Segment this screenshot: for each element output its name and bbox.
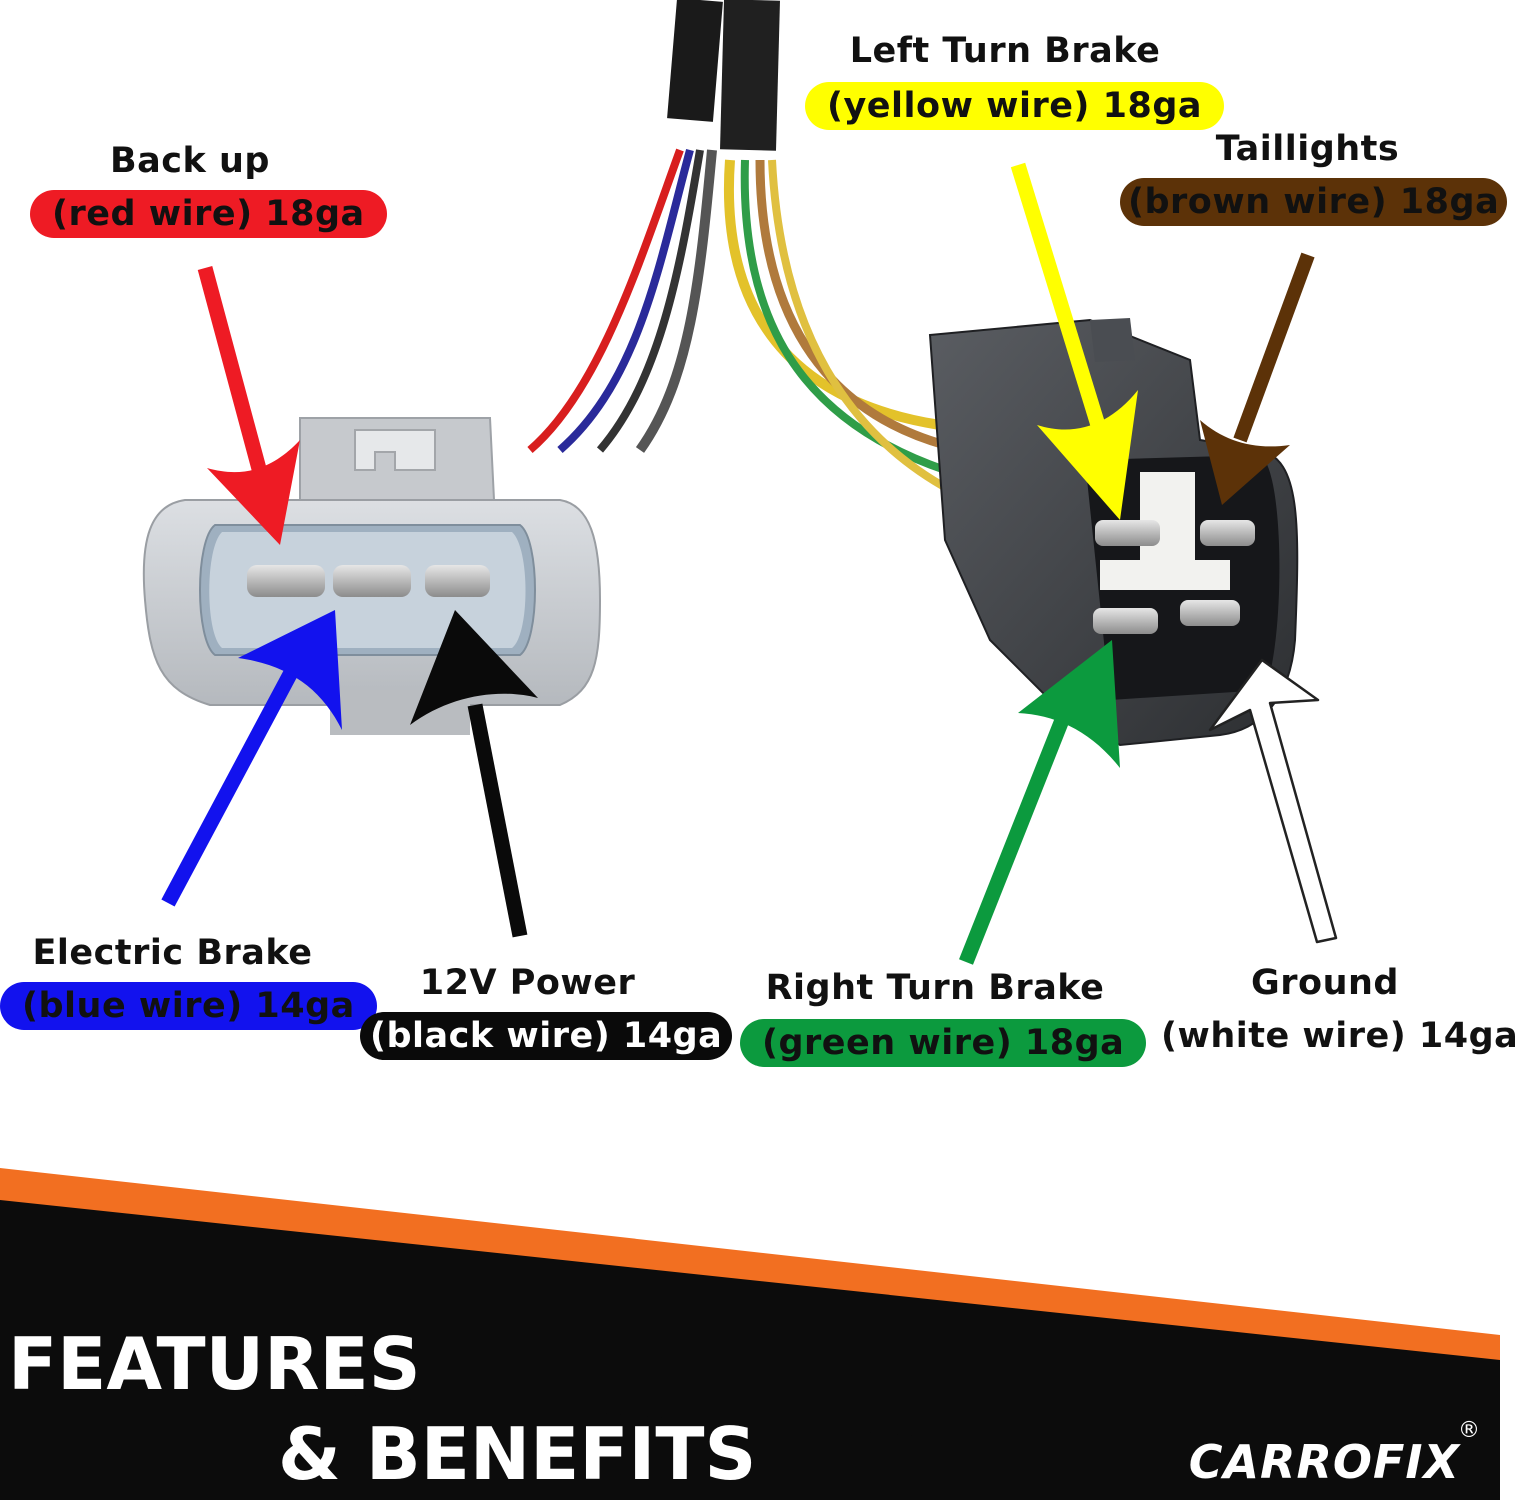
wire-harness xyxy=(527,0,952,494)
pin-4 xyxy=(1095,520,1160,546)
pin-1 xyxy=(247,565,325,597)
pin-6 xyxy=(1093,608,1158,634)
label-ground-wire: (white wire) 14ga xyxy=(1155,1012,1524,1060)
label-taillights-wire: (brown wire) 18ga xyxy=(1120,178,1508,226)
five-pin-connector xyxy=(928,318,1299,747)
label-taillights: Taillights (brown wire) 18ga xyxy=(1120,126,1508,226)
label-12v-power-title: 12V Power xyxy=(419,963,636,1003)
banner-title-line-2: & BENEFITS xyxy=(278,1412,757,1496)
label-back-up-title: Back up xyxy=(110,141,270,181)
label-taillights-title: Taillights xyxy=(1215,129,1400,169)
features-banner xyxy=(0,1168,1500,1500)
pin-7 xyxy=(1180,600,1240,626)
label-electric-brake: Electric Brake (blue wire) 14ga xyxy=(0,930,377,1030)
label-12v-power-wire: (black wire) 14ga xyxy=(360,1012,733,1060)
label-left-turn-brake-wire: (yellow wire) 18ga xyxy=(805,82,1224,130)
yellow-arrow xyxy=(1010,162,1138,520)
red-arrow xyxy=(197,266,300,545)
pin-3 xyxy=(425,565,490,597)
green-arrow xyxy=(959,640,1120,965)
label-right-turn-brake-wire: (green wire) 18ga xyxy=(740,1019,1147,1067)
brand-logo: CARROFIX xyxy=(1188,1435,1460,1489)
label-ground: Ground (white wire) 14ga xyxy=(1155,960,1524,1060)
label-electric-brake-wire: (blue wire) 14ga xyxy=(0,982,377,1030)
label-back-up-wire: (red wire) 18ga xyxy=(30,190,387,238)
pin-2 xyxy=(333,565,411,597)
brown-arrow xyxy=(1200,252,1315,505)
pin-5 xyxy=(1200,520,1255,546)
label-right-turn-brake-title: Right Turn Brake xyxy=(765,968,1105,1008)
label-left-turn-brake-title: Left Turn Brake xyxy=(849,31,1161,71)
blue-arrow xyxy=(161,610,342,907)
label-left-turn-brake: Left Turn Brake (yellow wire) 18ga xyxy=(805,28,1224,130)
label-right-turn-brake: Right Turn Brake (green wire) 18ga xyxy=(740,965,1147,1067)
label-electric-brake-title: Electric Brake xyxy=(32,933,313,973)
white-arrow xyxy=(1208,658,1338,944)
registered-mark: ® xyxy=(1458,1418,1480,1443)
label-back-up: Back up (red wire) 18ga xyxy=(30,138,387,238)
banner-title-line-1: FEATURES xyxy=(8,1322,421,1406)
label-ground-title: Ground xyxy=(1251,963,1399,1003)
black-arrow xyxy=(410,610,538,938)
three-pin-connector xyxy=(142,417,602,735)
label-12v-power: 12V Power (black wire) 14ga xyxy=(360,960,733,1060)
